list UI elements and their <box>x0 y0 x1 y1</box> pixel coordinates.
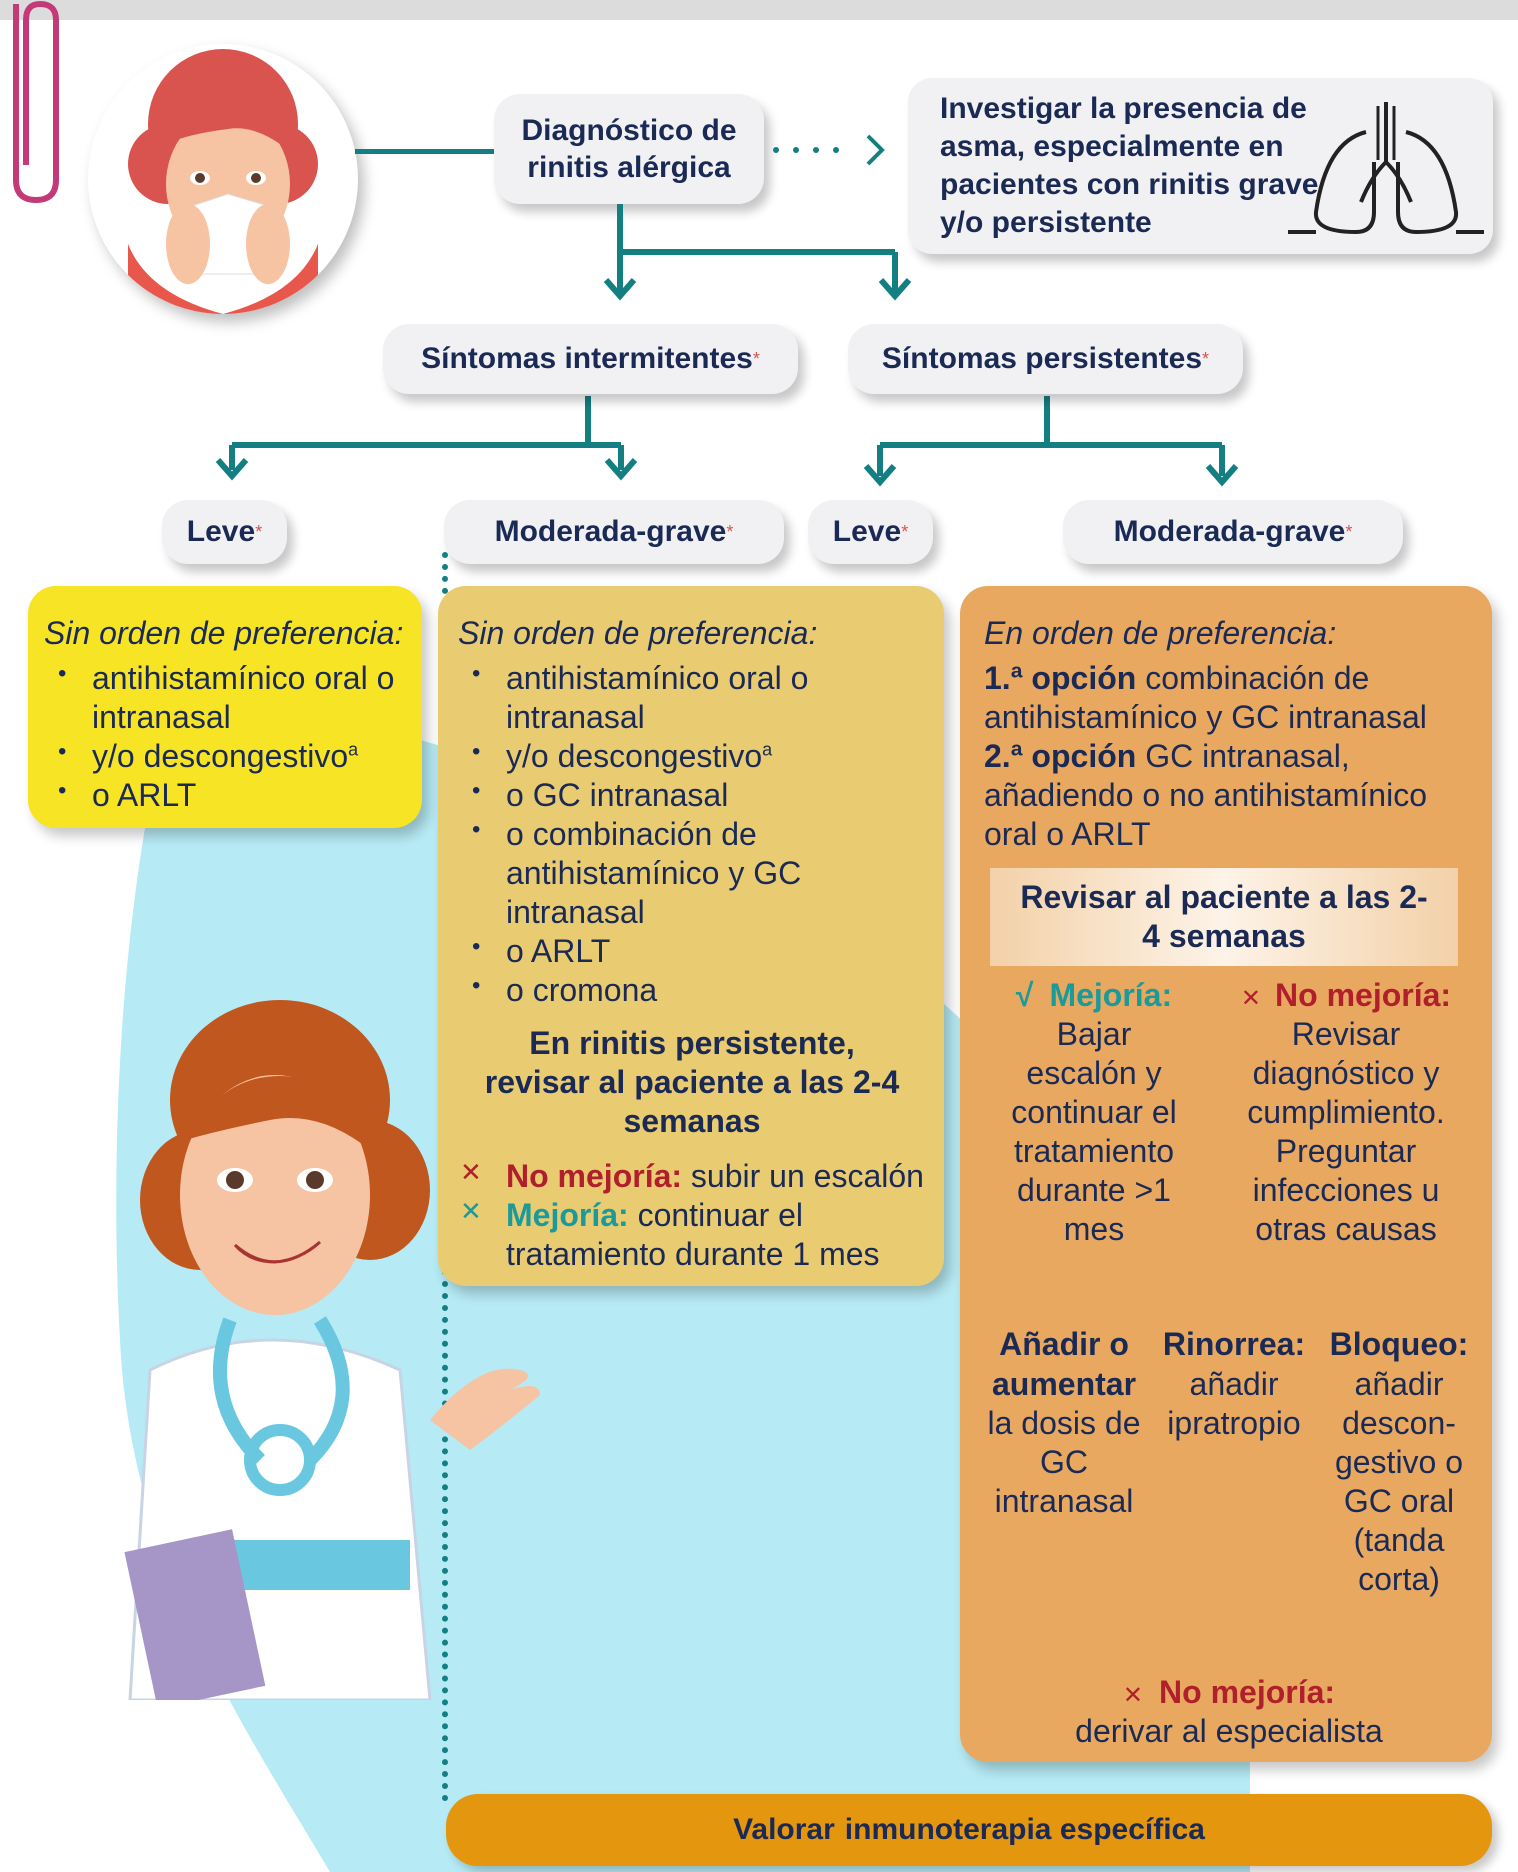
blockage-text: añadir descon-gestivo o GC oral (tanda c… <box>1334 1365 1464 1597</box>
cross-icon: ✕ <box>460 1196 482 1227</box>
cross-icon: ✕ <box>1240 985 1262 1013</box>
mild-label: Leve <box>186 515 256 549</box>
cross-icon: ✕ <box>1122 1681 1144 1709</box>
improvement-column: √ Mejoría: Bajar escalón y continuar el t… <box>984 976 1204 1249</box>
final-outcome: ✕ No mejoría: derivar al especialista <box>984 1673 1474 1751</box>
blockage-label: Bloqueo: <box>1329 1326 1469 1363</box>
asthma-text-post: especialmente en pacientes con rinitis g… <box>940 129 1319 240</box>
escalation-options: Añadir o aumentar la dosis de GC intrana… <box>984 1325 1474 1598</box>
first-option-label: 1.ª opción <box>984 660 1137 697</box>
mild-intermittent-pill: Leve* <box>162 500 287 564</box>
immunotherapy-bar: Valorar inmunoterapia específica <box>446 1794 1492 1866</box>
immunotherapy-pre: Valorar <box>733 1813 835 1846</box>
improvement-heading: √ Mejoría: <box>984 976 1204 1015</box>
final-label: No mejoría: <box>1159 1673 1336 1710</box>
footnote-mark: a <box>348 739 359 760</box>
moderate-card-item: o ARLT <box>458 932 926 971</box>
mild-card-heading: Sin orden de preferencia: <box>44 615 404 651</box>
moderate-card-item-text: y/o descongestivo <box>506 738 763 775</box>
moderate-persistent-pill: Moderada-grave* <box>1063 500 1403 564</box>
cross-icon: ✕ <box>460 1157 482 1188</box>
final-heading: ✕ No mejoría: <box>984 1673 1474 1712</box>
moderate-label: Moderada-grave <box>1113 515 1346 549</box>
mild-card-list: antihistamínico oral o intranasal y/o de… <box>44 659 408 815</box>
no-improvement-row: ✕ No mejoría: subir un escalón <box>458 1157 926 1196</box>
final-text: derivar al especialista <box>1075 1712 1383 1749</box>
improvement-row: ✕ Mejoría: continuar el tratamiento dura… <box>458 1196 926 1274</box>
moderate-intermittent-pill: Moderada-grave* <box>444 500 784 564</box>
moderate-card-list: antihistamínico oral o intranasal y/o de… <box>458 659 926 1010</box>
first-option: 1.ª opción combinación de antihistamínic… <box>984 659 1474 737</box>
blockage-option: Bloqueo: añadir descon-gestivo o GC oral… <box>1324 1325 1474 1598</box>
improvement-text: Bajar escalón y continuar el tratamiento… <box>1011 1016 1177 1248</box>
mild-label: Leve <box>832 515 902 549</box>
first-option-text: combinación de antihistamínico y GC intr… <box>984 660 1427 736</box>
dotted-arrow-icon <box>773 134 885 166</box>
review-note: En rinitis persistente, revisar al pacie… <box>484 1025 900 1140</box>
mild-persistent-pill: Leve* <box>808 500 933 564</box>
no-improvement-text: subir un escalón <box>690 1158 924 1195</box>
persistent-symptoms-pill: Síntomas persistentes* <box>848 324 1243 394</box>
no-improvement-label: No mejoría: <box>1275 977 1452 1014</box>
persistent-moderate-card: En orden de preferencia: 1.ª opción comb… <box>960 586 1492 1762</box>
mild-intermittent-card: Sin orden de preferencia: antihistamínic… <box>28 586 422 828</box>
moderate-card-item: o GC intranasal <box>458 776 926 815</box>
moderate-intermittent-card: Sin orden de preferencia: antihistamínic… <box>438 586 944 1286</box>
moderate-card-item: o cromona <box>458 971 926 1010</box>
footnote-mark: a <box>762 739 773 760</box>
diagnosis-box: Diagnóstico de rinitis alérgica <box>494 94 764 204</box>
asterisk-mark: * <box>752 348 760 369</box>
persistent-symptoms-label: Síntomas persistentes <box>881 342 1203 376</box>
moderate-card-item: o combinación de antihistamínico y GC in… <box>458 815 926 932</box>
doctor-illustration <box>124 1000 540 1700</box>
mild-card-item: y/o descongestivoa <box>44 737 408 776</box>
mild-card-item: o ARLT <box>44 776 408 815</box>
rhinorrhea-text: añadir ipratropio <box>1167 1365 1301 1441</box>
rhinorrhea-label: Rinorrea: <box>1162 1326 1306 1363</box>
no-improvement-text: Revisar diagnóstico y cumplimiento. Preg… <box>1247 1016 1445 1248</box>
improvement-text: continuar el tratamiento durante 1 mes <box>506 1197 880 1273</box>
improvement-label: Mejoría: <box>506 1197 629 1234</box>
asterisk-mark: * <box>1345 521 1353 542</box>
rhinorrhea-option: Rinorrea: añadir ipratropio <box>1159 1325 1309 1598</box>
mild-card-item-text: y/o descongestivo <box>92 738 349 775</box>
intermittent-symptoms-label: Síntomas intermitentes <box>421 342 753 376</box>
sneezing-woman-avatar <box>88 44 358 314</box>
intermittent-symptoms-pill: Síntomas intermitentes* <box>383 324 798 394</box>
diagnosis-label: Diagnóstico de rinitis alérgica <box>521 113 737 185</box>
check-icon: √ <box>1015 977 1034 1014</box>
moderate-label: Moderada-grave <box>494 515 727 549</box>
mild-card-item: antihistamínico oral o intranasal <box>44 659 408 737</box>
top-bar <box>0 0 1518 20</box>
moderate-card-item: antihistamínico oral o intranasal <box>458 659 926 737</box>
asthma-text-pre: Investigar la presencia de <box>940 91 1307 125</box>
paperclip-icon <box>13 0 59 204</box>
persistent-card-heading: En orden de preferencia: <box>984 615 1337 651</box>
lungs-icon <box>1288 102 1484 235</box>
asthma-box: Investigar la presencia de asma, especia… <box>908 78 1493 254</box>
asthma-text-bold: asma, <box>940 129 1026 163</box>
asterisk-mark: * <box>255 521 263 542</box>
second-option: 2.ª opción GC intranasal, añadiendo o no… <box>984 737 1474 854</box>
asterisk-mark: * <box>1202 348 1210 369</box>
no-improvement-label: No mejoría: <box>506 1158 683 1195</box>
persistent-review-note: Revisar al paciente a las 2-4 semanas <box>990 868 1458 967</box>
connector-line <box>355 149 497 154</box>
improvement-label: Mejoría: <box>1049 977 1173 1014</box>
moderate-card-item: y/o descongestivoa <box>458 737 926 776</box>
asterisk-mark: * <box>901 521 909 542</box>
increase-dose-option: Añadir o aumentar la dosis de GC intrana… <box>984 1325 1144 1598</box>
moderate-card-heading: Sin orden de preferencia: <box>458 615 818 651</box>
second-option-label: 2.ª opción <box>984 738 1137 775</box>
no-improvement-column: ✕ No mejoría: Revisar diagnóstico y cumpl… <box>1218 976 1474 1249</box>
outcome-row: √ Mejoría: Bajar escalón y continuar el t… <box>984 976 1474 1249</box>
immunotherapy-bold: inmunoterapia específica <box>844 1813 1205 1846</box>
no-improvement-heading: ✕ No mejoría: <box>1218 976 1474 1015</box>
asthma-text: Investigar la presencia de asma, especia… <box>940 90 1320 242</box>
increase-dose-label: Añadir o aumentar <box>991 1326 1137 1402</box>
increase-dose-text: la dosis de GC intranasal <box>987 1404 1141 1519</box>
second-option-text: GC intranasal, añadiendo o no antihistam… <box>984 738 1427 853</box>
sneezing-woman-icon <box>128 49 318 314</box>
asterisk-mark: * <box>726 521 734 542</box>
